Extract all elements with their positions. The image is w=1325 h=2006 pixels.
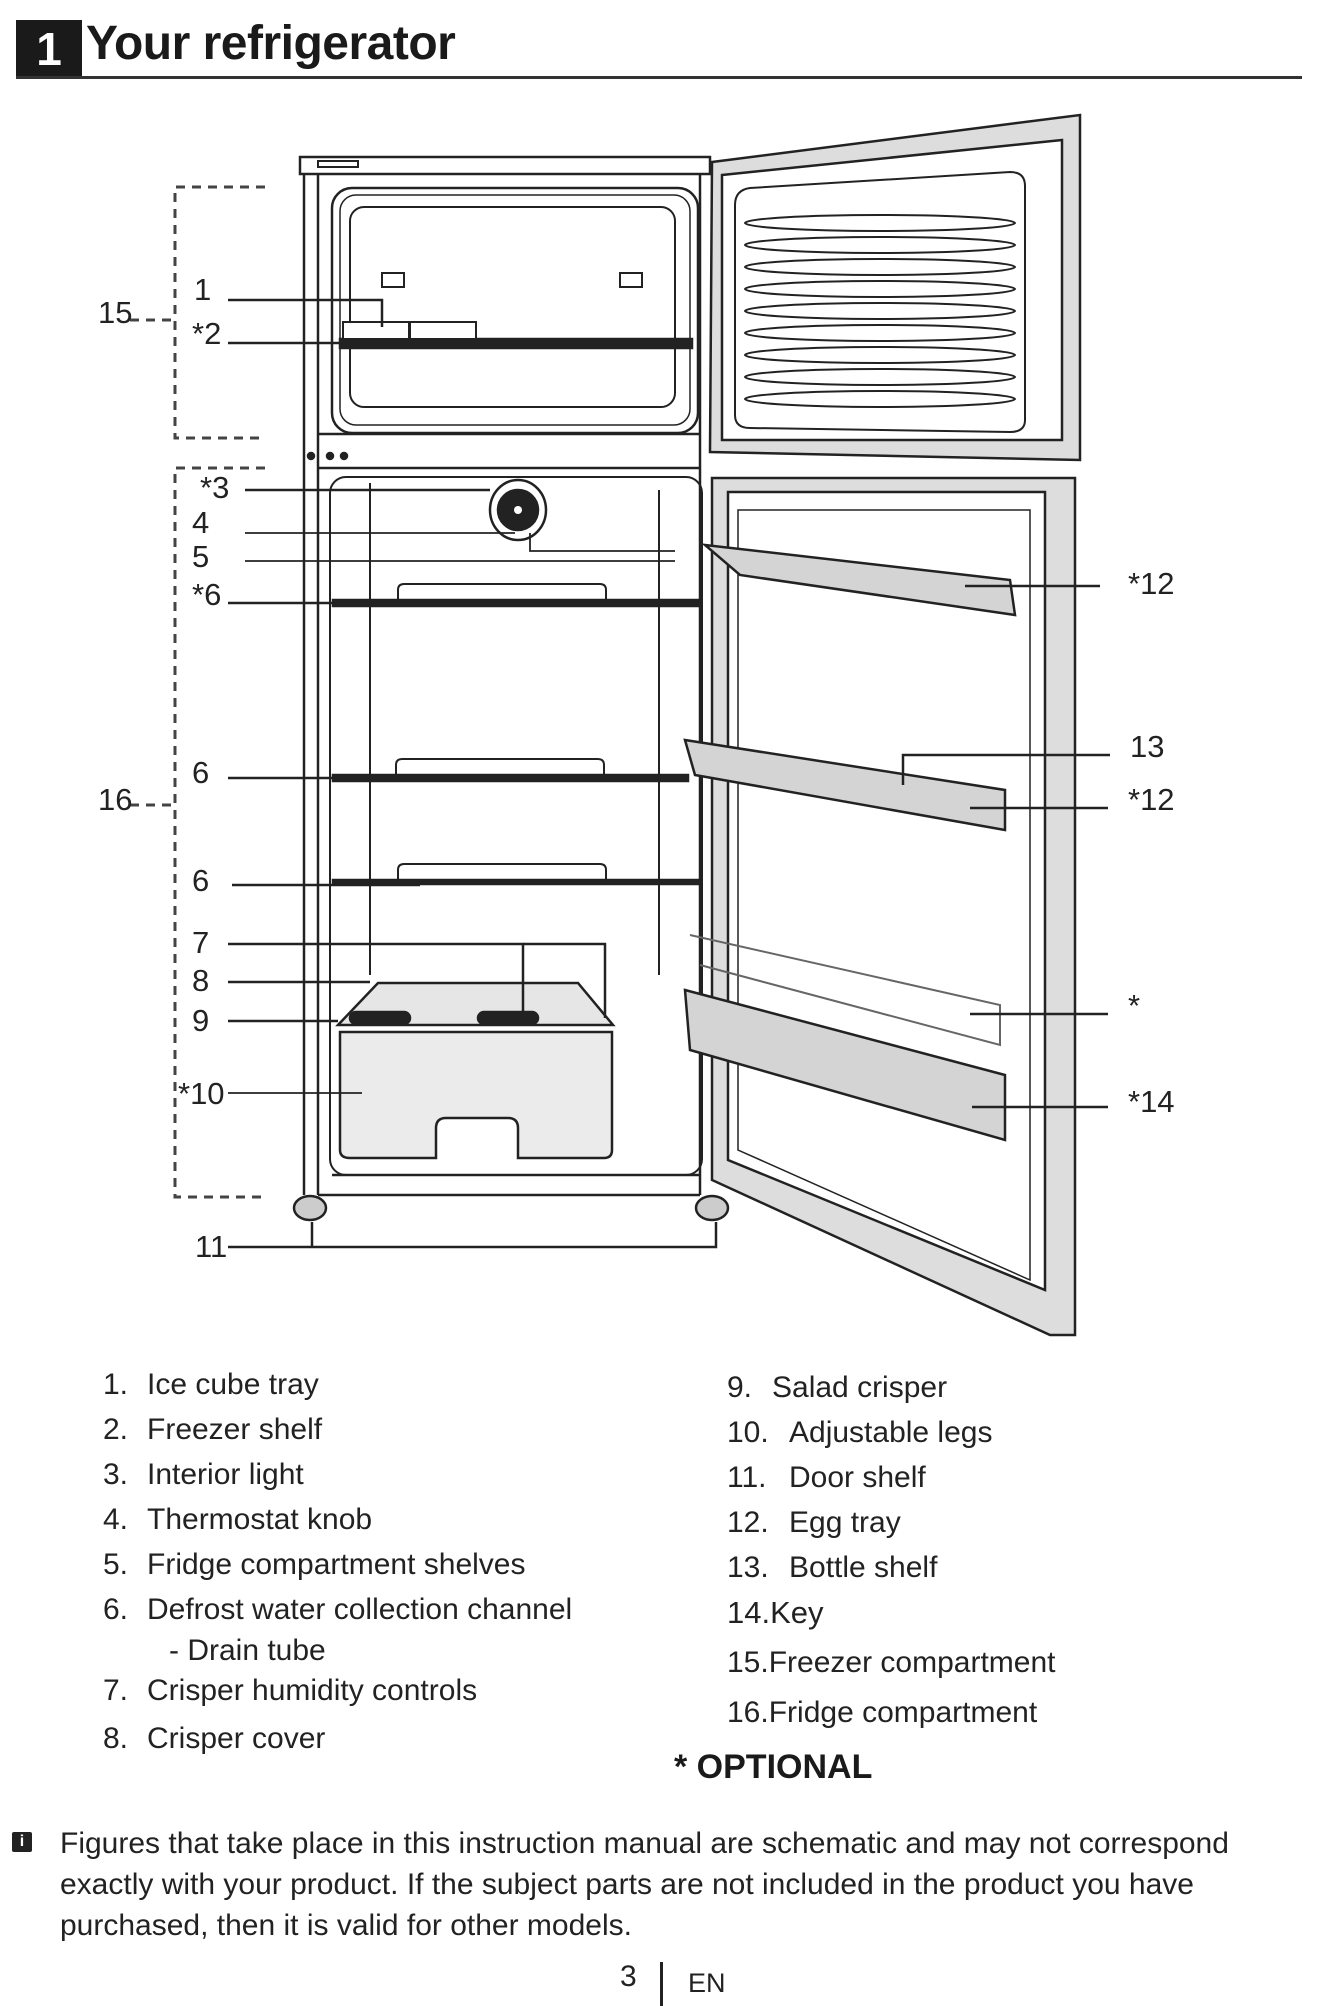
legend-item: 3. Interior light — [103, 1452, 572, 1497]
legend-number: 11. — [727, 1461, 767, 1494]
legend-label: Ice cube tray — [147, 1368, 319, 1401]
legend-label: Adjustable legs — [789, 1416, 993, 1449]
legend-label: Freezer compartment — [768, 1646, 1056, 1679]
optional-footnote: * OPTIONAL — [674, 1748, 873, 1786]
fridge-door — [683, 476, 1077, 1337]
legend-number: 1. — [103, 1368, 129, 1401]
legend-number: 12. — [727, 1506, 769, 1539]
legend-label: Thermostat knob — [147, 1503, 373, 1536]
callout-10: *10 — [178, 1076, 225, 1111]
legend-item: 13. Bottle shelf — [727, 1545, 1055, 1590]
legend-item: 4. Thermostat knob — [103, 1497, 572, 1542]
legend-item: 16.Fridge compartment — [727, 1690, 1055, 1740]
callout-optional-shelf: * — [1128, 988, 1140, 1023]
callout-15: 15 — [98, 295, 132, 330]
callout-11: 11 — [195, 1229, 227, 1264]
freezer-bracket — [173, 185, 265, 440]
legend-number: 16. — [727, 1696, 769, 1729]
compartment-brackets — [130, 185, 265, 1199]
legend-item: 6. Defrost water collection channel — [103, 1587, 572, 1632]
callout-8: 8 — [192, 963, 209, 998]
callout-6-upper: *6 — [192, 577, 221, 612]
legend-number: 7. — [103, 1674, 129, 1707]
language-code: EN — [688, 1968, 726, 1998]
legend-item: 9. Salad crisper — [727, 1365, 1055, 1410]
footer-divider — [660, 1962, 663, 2006]
callout-13: 13 — [1130, 729, 1164, 764]
section-number-badge: 1 — [16, 20, 82, 78]
callout-14: *14 — [1128, 1084, 1175, 1119]
legend-number: 6. — [103, 1593, 129, 1626]
legend-number: 15. — [727, 1646, 769, 1679]
legend-item: 10. Adjustable legs — [727, 1410, 1055, 1455]
legend-item: 15.Freezer compartment — [727, 1640, 1055, 1690]
callout-7: 7 — [192, 925, 209, 960]
legend-subitem: - Drain tube — [103, 1628, 572, 1668]
legend-number: 10. — [727, 1416, 769, 1449]
legend-label: Bottle shelf — [789, 1551, 938, 1584]
legend-item: 8. Crisper cover — [103, 1716, 572, 1761]
fridge-bracket — [173, 466, 265, 1199]
page-title: Your refrigerator — [86, 17, 456, 70]
legend-label: Freezer shelf — [147, 1413, 323, 1446]
legend-number: 8. — [103, 1722, 129, 1755]
callout-12-lower: *12 — [1128, 782, 1175, 817]
callout-1: 1 — [194, 272, 211, 307]
legend-label: Fridge compartment — [768, 1696, 1038, 1729]
refrigerator-diagram: 15 1 *2 *3 4 5 *6 16 6 6 7 8 9 *10 11 *1… — [98, 113, 1175, 1337]
legend-label: Interior light — [147, 1458, 304, 1491]
legend-label: Salad crisper — [772, 1371, 948, 1404]
callout-4: 4 — [192, 505, 209, 540]
legend-item: 1. Ice cube tray — [103, 1362, 572, 1407]
legend-label: Key — [770, 1595, 824, 1630]
legend-item: 5. Fridge compartment shelves — [103, 1542, 572, 1587]
legend-number: 5. — [103, 1548, 129, 1581]
disclaimer-note: Figures that take place in this instruct… — [60, 1827, 1229, 1942]
legend-number: 14. — [727, 1595, 771, 1630]
legend-label: Defrost water collection channel — [147, 1593, 573, 1626]
parts-legend-left: 1. Ice cube tray 2. Freezer shelf 3. Interi… — [103, 1362, 572, 1761]
legend-label: Door shelf — [789, 1461, 926, 1494]
legend-label: Fridge compartment shelves — [147, 1548, 526, 1581]
freezer-door — [708, 113, 1082, 462]
legend-label: Crisper humidity controls — [147, 1674, 478, 1707]
callout-2: *2 — [192, 316, 221, 351]
legend-number: 2. — [103, 1413, 129, 1446]
callout-16: 16 — [98, 782, 132, 817]
legend-item: 7. Crisper humidity controls — [103, 1668, 572, 1713]
legend-label: Egg tray — [789, 1506, 901, 1539]
callout-6-lower: 6 — [192, 863, 209, 898]
callout-3: *3 — [200, 470, 229, 505]
refrigerator-cabinet — [292, 155, 730, 1222]
legend-item: 2. Freezer shelf — [103, 1407, 572, 1452]
legend-number: 4. — [103, 1503, 129, 1536]
legend-label: Crisper cover — [147, 1722, 326, 1755]
legend-number: 13. — [727, 1551, 769, 1584]
callout-9: 9 — [192, 1003, 209, 1038]
callout-6-middle: 6 — [192, 755, 209, 790]
legend-label: - Drain tube — [169, 1634, 326, 1667]
info-icon: i — [12, 1832, 32, 1852]
leader-lines — [228, 298, 1110, 1249]
legend-item: 14.Key — [727, 1590, 1055, 1640]
legend-number: 9. — [727, 1371, 753, 1404]
legend-number: 3. — [103, 1458, 129, 1491]
legend-item: 11. Door shelf — [727, 1455, 1055, 1500]
callout-5: 5 — [192, 539, 209, 574]
callout-12-upper: *12 — [1128, 566, 1175, 601]
title-underline — [16, 76, 1302, 79]
legend-item: 12. Egg tray — [727, 1500, 1055, 1545]
page-number: 3 — [620, 1960, 637, 1993]
parts-legend-right: 9. Salad crisper 10. Adjustable legs 11. Do… — [727, 1365, 1055, 1740]
